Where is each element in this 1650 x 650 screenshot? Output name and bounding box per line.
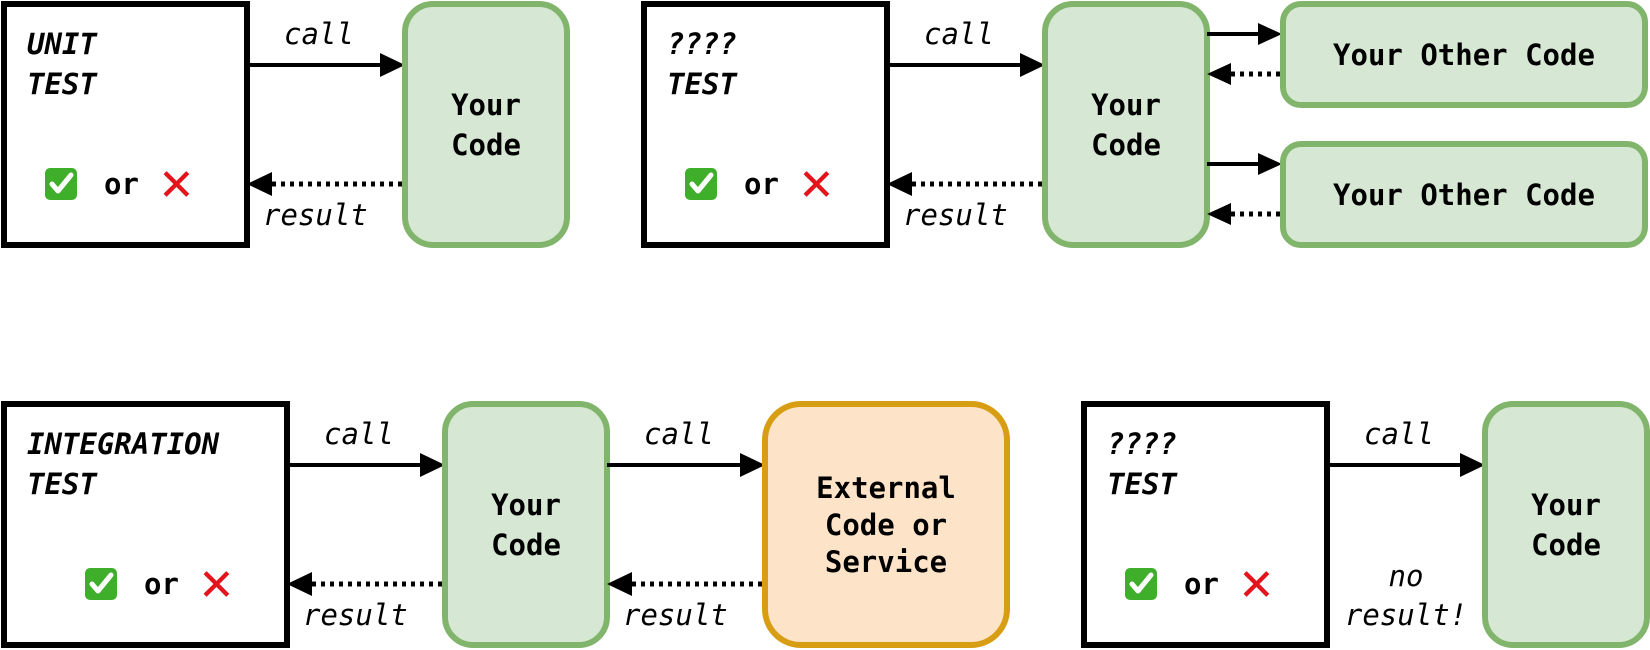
unit-test-box (1, 1, 250, 248)
your-code-label-line1: Your (491, 488, 561, 522)
your-code-label-line2: Code (451, 128, 521, 162)
call-arrowhead (420, 453, 445, 477)
result-label: result (303, 598, 408, 632)
unknown-test-box (1081, 401, 1330, 648)
unknown-test-title-line1: ???? (1107, 427, 1177, 461)
your-code-label-line1: Your (451, 88, 521, 122)
call-arrowhead-other-1 (1258, 23, 1282, 45)
panel-unknown-test-bottom: ???? TEST or ✕ call no result! Your Code (1081, 401, 1650, 648)
other-code-label-2: Your Other Code (1333, 178, 1595, 212)
call-arrowhead (1460, 453, 1485, 477)
integration-test-box (1, 401, 290, 648)
check-mark-button-icon (45, 168, 77, 200)
call-arrowhead (380, 53, 405, 77)
call-label: call (284, 17, 354, 51)
your-code-label-line2: Code (491, 528, 561, 562)
cross-mark-icon: ✕ (198, 560, 235, 611)
panel-integration-test: INTEGRATION TEST or ✕ call result Your C… (1, 401, 1010, 648)
external-label-line3: Service (825, 545, 947, 579)
no-result-label-line1: no (1389, 559, 1424, 593)
or-text: or (744, 167, 779, 201)
result-arrowhead-external (607, 572, 632, 596)
integration-test-title-line2: TEST (27, 467, 98, 501)
other-code-box-1 (1280, 1, 1648, 108)
your-code-box (442, 401, 610, 648)
result-arrowhead (287, 572, 312, 596)
or-text: or (104, 167, 139, 201)
result-arrowhead-other-1 (1207, 63, 1231, 85)
cross-mark-icon: ✕ (1238, 560, 1275, 611)
external-label-line1: External (816, 471, 956, 505)
check-mark-button-icon (1125, 568, 1157, 600)
result-arrowhead-other-2 (1207, 203, 1231, 225)
cross-mark-icon: ✕ (158, 160, 195, 211)
or-text: or (144, 567, 179, 601)
external-label-line2: Code or (825, 508, 947, 542)
cross-mark-icon: ✕ (798, 160, 835, 211)
your-code-box (1482, 401, 1650, 648)
check-mark-button-icon (85, 568, 117, 600)
unit-test-title-line1: UNIT (27, 27, 98, 61)
call-label: call (1364, 417, 1434, 451)
call-arrowhead-other-2 (1258, 153, 1282, 175)
no-result-label-line2: result! (1345, 598, 1467, 632)
result-label: result (263, 198, 368, 232)
unknown-test-title-line2: TEST (667, 67, 738, 101)
call-arrowhead (1020, 53, 1045, 77)
your-code-label-line2: Code (1091, 128, 1161, 162)
unknown-test-title-line2: TEST (1107, 467, 1178, 501)
other-code-box-2 (1280, 141, 1648, 248)
check-mark-button-icon (685, 168, 717, 200)
external-service-box (762, 401, 1010, 648)
your-code-label-line1: Your (1091, 88, 1161, 122)
result-label-external: result (623, 598, 728, 632)
or-text: or (1184, 567, 1219, 601)
result-arrowhead (247, 172, 272, 196)
call-arrowhead-external (740, 453, 765, 477)
your-code-label-line1: Your (1531, 488, 1601, 522)
panel-unit-test: UNIT TEST or ✕ call result Your Code (1, 1, 570, 248)
your-code-box (1042, 1, 1210, 248)
panel-unknown-test-top: ???? TEST or ✕ call result Your Code You… (641, 1, 1648, 248)
unit-test-title-line2: TEST (27, 67, 98, 101)
call-label-external: call (644, 417, 714, 451)
result-arrowhead (887, 172, 912, 196)
your-code-box (402, 1, 570, 248)
your-code-label-line2: Code (1531, 528, 1601, 562)
unknown-test-title-line1: ???? (667, 27, 737, 61)
other-code-label-1: Your Other Code (1333, 38, 1595, 72)
call-label: call (924, 17, 994, 51)
result-label: result (903, 198, 1008, 232)
call-label: call (324, 417, 394, 451)
unknown-test-box (641, 1, 890, 248)
integration-test-title-line1: INTEGRATION (27, 427, 220, 461)
